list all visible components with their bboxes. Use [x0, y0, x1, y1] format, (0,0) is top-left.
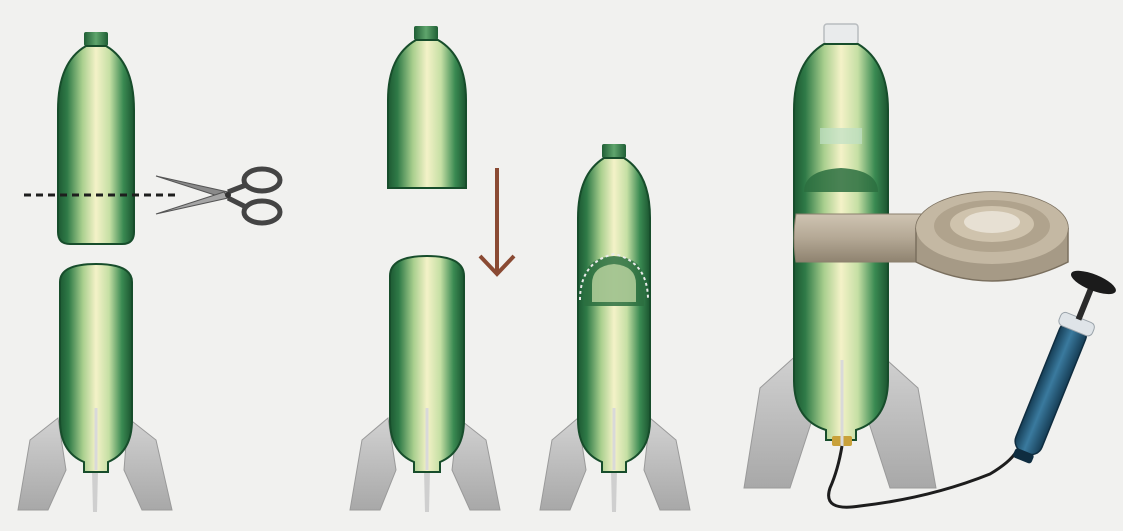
- scissors-icon: [155, 166, 283, 226]
- bottle-cap: [823, 23, 859, 45]
- step-3-tape-and-pump: [743, 23, 1116, 509]
- down-arrow-icon: [478, 168, 516, 277]
- bottle-top-half: [387, 26, 467, 189]
- bottle-bottom-half: [59, 262, 133, 473]
- pump-hose: [827, 445, 1018, 509]
- tape-roll-icon: [793, 191, 1069, 282]
- step-2-insert-top: [349, 26, 516, 512]
- air-pump-icon: [1013, 270, 1116, 464]
- fins: [17, 417, 173, 512]
- step-2-assembled: [539, 144, 691, 512]
- step-1-cut-bottle: [17, 32, 283, 512]
- fins: [349, 417, 501, 512]
- bottle-top-half: [57, 32, 135, 245]
- fins: [539, 417, 691, 512]
- assembled-bottle: [577, 144, 651, 473]
- bottle-bottom-half: [389, 254, 465, 473]
